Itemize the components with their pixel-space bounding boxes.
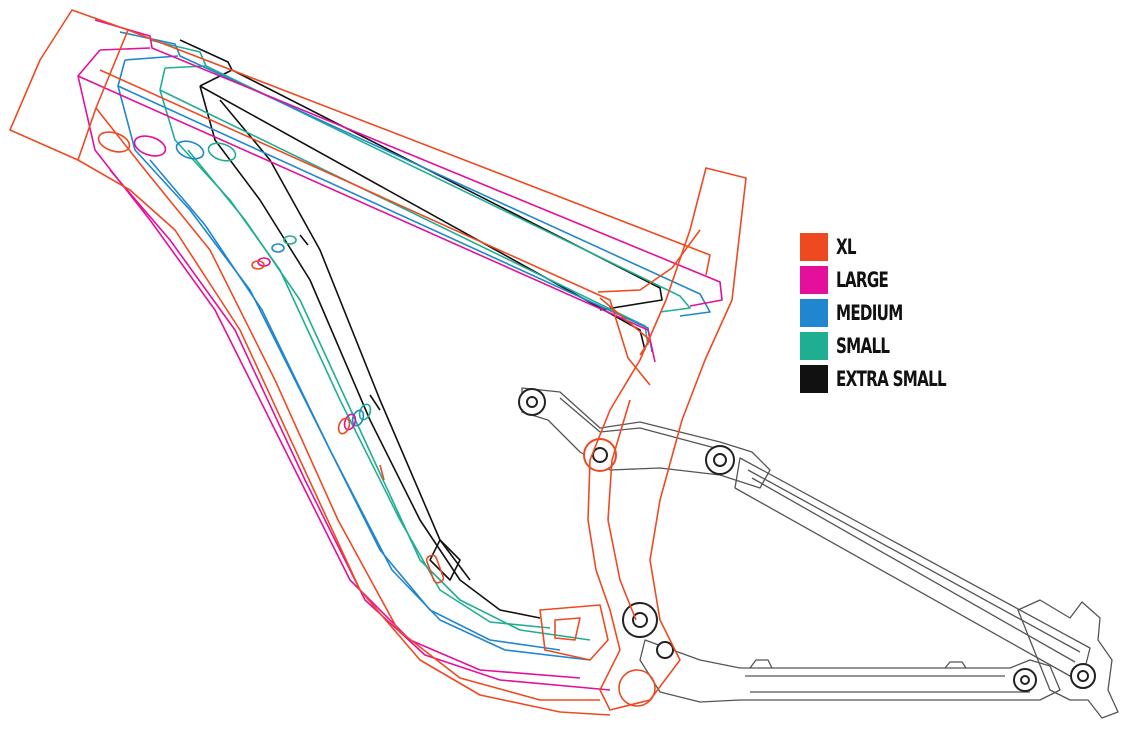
xl-top-tube bbox=[127, 29, 711, 276]
legend-item-xl: XL bbox=[800, 230, 989, 263]
legend-swatch-small bbox=[800, 331, 828, 360]
frame-outline-large bbox=[77, 19, 723, 691]
dropout bbox=[1017, 599, 1119, 719]
legend-label-large: LARGE bbox=[836, 267, 889, 292]
legend-item-medium: MEDIUM bbox=[800, 296, 989, 329]
legend-swatch-medium bbox=[800, 298, 828, 327]
chainstay-pivot bbox=[656, 641, 674, 659]
legend-swatch-large bbox=[800, 265, 828, 294]
legend-label-small: SMALL bbox=[836, 333, 890, 358]
size-legend: XL LARGE MEDIUM SMALL EXTRA SMALL bbox=[800, 230, 989, 395]
pivot-points bbox=[518, 388, 1096, 692]
legend-item-small: SMALL bbox=[800, 329, 989, 362]
seatstay bbox=[734, 457, 1091, 677]
legend-label-xl: XL bbox=[836, 234, 857, 259]
xl-head-tube bbox=[9, 9, 129, 161]
xl-down-tube bbox=[77, 159, 611, 716]
xl-bottom-bracket bbox=[618, 669, 656, 707]
legend-item-extra-small: EXTRA SMALL bbox=[800, 362, 989, 395]
legend-swatch-xl bbox=[800, 232, 828, 261]
legend-label-extra-small: EXTRA SMALL bbox=[836, 366, 947, 391]
xl-seat-tube bbox=[587, 167, 747, 711]
legend-swatch-extra-small bbox=[800, 364, 828, 393]
frame-outline-small bbox=[149, 39, 691, 641]
chainstay bbox=[639, 639, 1061, 703]
frame-outline-xl bbox=[9, 9, 747, 716]
rocker-link bbox=[521, 387, 771, 489]
legend-item-large: LARGE bbox=[800, 263, 989, 296]
legend-label-medium: MEDIUM bbox=[836, 300, 903, 325]
frame-outline-medium bbox=[117, 31, 711, 661]
frame-outline-extra-small bbox=[179, 39, 663, 619]
